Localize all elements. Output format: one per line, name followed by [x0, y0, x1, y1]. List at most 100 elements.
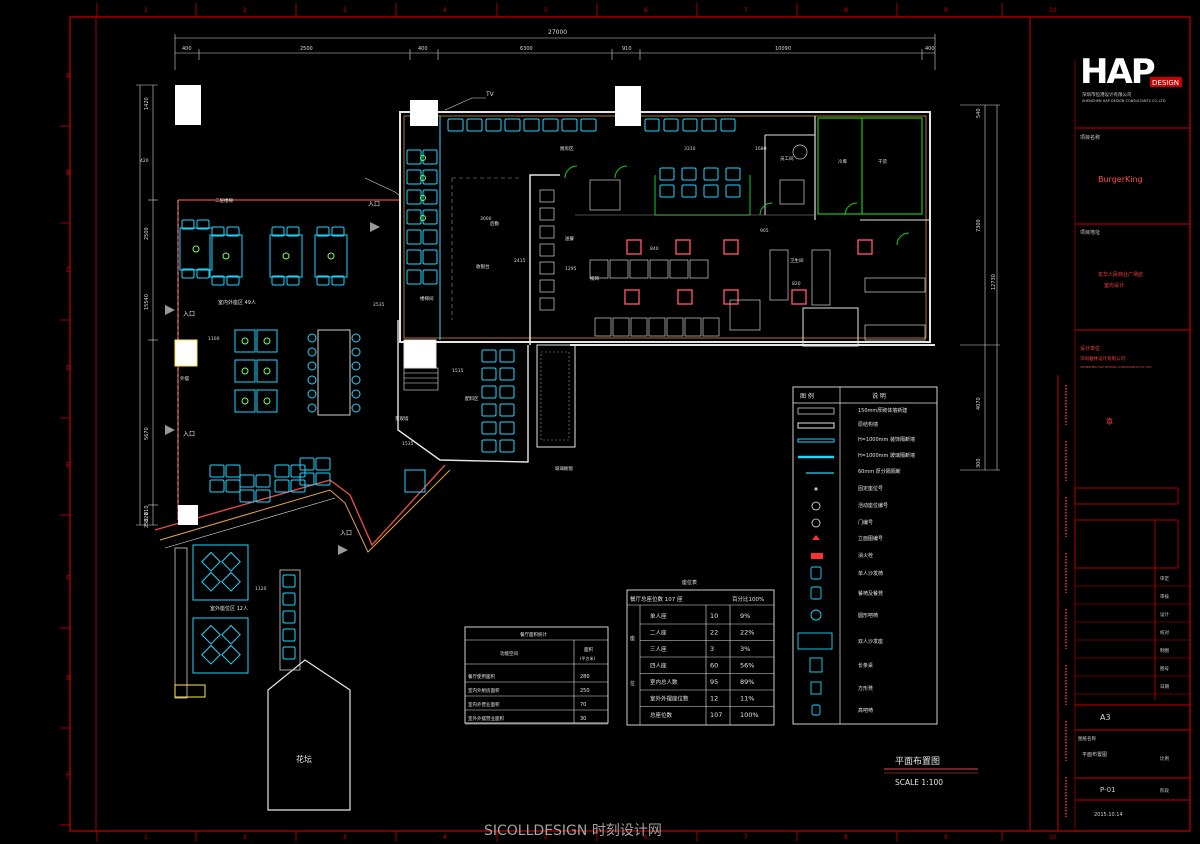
- chair: [331, 275, 345, 286]
- inner-dimension: 820: [792, 281, 801, 287]
- area-table-title: 餐厅面积统计: [520, 631, 547, 638]
- furniture-layout: [179, 118, 741, 665]
- booth-seat: [682, 118, 698, 132]
- dim-top-segment: 400: [182, 46, 192, 52]
- table-marker: [241, 397, 249, 405]
- inner-dimension: 2535: [373, 302, 385, 308]
- logo-tagline: DESIGN: [1152, 79, 1179, 87]
- designer-company-en: SHENZHEN HAP DESIGN CONSULTANTS CO.,LTD: [1080, 365, 1152, 369]
- dining-table: [314, 234, 348, 278]
- booth-seat: [406, 249, 422, 265]
- stool: [307, 389, 317, 399]
- inner-dimension: 905: [760, 228, 769, 234]
- booth-seat: [481, 349, 497, 363]
- drawing-name-header: 图纸名称: [1078, 735, 1096, 742]
- seat-row-pct: 56%: [740, 662, 754, 670]
- chair: [239, 489, 255, 503]
- area-table-col1: 功能空间: [500, 650, 518, 657]
- dim-top-segment: 910: [622, 46, 632, 52]
- area-row-value: 70: [580, 702, 586, 708]
- chair: [255, 489, 271, 503]
- chair: [211, 226, 225, 237]
- kitchen-unit: [609, 259, 629, 279]
- column-marker: [626, 239, 642, 255]
- kitchen-unit: [811, 249, 831, 306]
- seat-row-label: 室外外摆座位数: [650, 695, 689, 703]
- chair: [290, 464, 306, 478]
- kitchen-unit: [539, 207, 555, 221]
- dim-right-value: 4070: [976, 397, 982, 410]
- scale-label: 比例: [1160, 755, 1169, 762]
- seat-row-count: 22: [710, 629, 718, 637]
- outdoor-area: [174, 544, 351, 811]
- outdoor-chair: [221, 624, 241, 645]
- square-table-icon: [809, 657, 823, 673]
- signature-row-label: 校对: [1160, 629, 1169, 636]
- booth-seat: [406, 169, 422, 185]
- booth-seat: [499, 349, 515, 363]
- booth-seat: [422, 209, 438, 225]
- booth-seat: [447, 118, 464, 132]
- legend-item-text: 高吧椅: [858, 707, 873, 714]
- kitchen-unit: [612, 317, 630, 337]
- legend-item-text: 原结构墙: [858, 421, 878, 428]
- booth-seat: [499, 385, 515, 399]
- seat-row-count: 95: [710, 678, 718, 686]
- inner-dimension: 1100: [208, 336, 220, 342]
- outdoor-stool: [282, 628, 296, 642]
- designer-company: 深圳雅林设计有限公司: [1080, 355, 1125, 362]
- kitchen-unit: [689, 259, 709, 279]
- outdoor-stool: [282, 592, 296, 606]
- project-header: 项目名称: [1080, 134, 1100, 141]
- dining-table: [234, 359, 256, 383]
- seat-row-count: 107: [710, 711, 722, 719]
- booth-seat: [681, 167, 697, 181]
- legend-item-text: 60mm 厚分隔隔断: [858, 468, 901, 475]
- chair: [196, 268, 210, 279]
- stool: [351, 389, 361, 399]
- stool: [307, 347, 317, 357]
- column-mark-bottom: 1: [144, 834, 148, 841]
- row-mark: H: [66, 771, 71, 779]
- designer-header: 设计单位: [1080, 345, 1100, 352]
- legend-item-text: 立面图编号: [858, 535, 883, 542]
- bar-chair-icon: [811, 704, 821, 716]
- dim-left-value: 250: [144, 518, 150, 528]
- legend-item-text: 双人沙发座: [858, 638, 883, 645]
- location-text: 龙华人民商业广场店: [1098, 271, 1143, 278]
- entrance-label-3: 入口: [183, 431, 195, 438]
- kitchen-unit: [630, 317, 648, 337]
- seat-row-pct: 89%: [740, 678, 754, 686]
- stool: [351, 375, 361, 385]
- signature-row-label: 制图: [1160, 647, 1169, 654]
- seat-row-label: 二人座: [650, 629, 667, 637]
- booth-seat: [720, 118, 736, 132]
- inner-dimension: 3000: [480, 216, 492, 222]
- seat-row-label: 室内总人数: [650, 678, 678, 686]
- chair: [196, 219, 210, 230]
- dim-left-value: 1420: [144, 97, 150, 110]
- area-row-label: 室内外厨房面积: [468, 687, 500, 694]
- inner-dimension: 1680: [755, 146, 767, 152]
- booth-seat: [703, 184, 719, 198]
- inner-dimension: 840: [650, 246, 659, 252]
- stool: [351, 361, 361, 371]
- kitchen-unit: [594, 317, 612, 337]
- dim-right-value: 540: [976, 108, 982, 118]
- dim-right-value: 7300: [976, 219, 982, 232]
- outdoor-stool: [282, 646, 296, 660]
- door-tag-icon: [811, 518, 821, 528]
- column-mark-bottom: 7: [744, 834, 748, 841]
- area-row-label: 室内外营业面积: [468, 701, 500, 708]
- booth-seat: [701, 118, 717, 132]
- toilet: [792, 144, 808, 160]
- legend-item-text: H=1000mm 装饰隔断墙: [858, 436, 915, 443]
- booth-seat: [485, 118, 502, 132]
- booth-seat: [703, 167, 719, 181]
- chair: [286, 226, 300, 237]
- room-label: 玻璃橱窗: [555, 465, 573, 472]
